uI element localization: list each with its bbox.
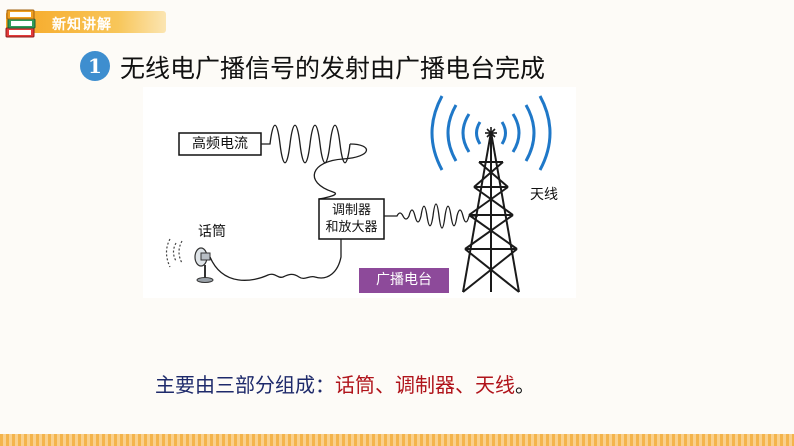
modulator-label-line2: 和放大器 xyxy=(325,220,378,235)
diagram-drawing xyxy=(165,95,552,293)
step-number-badge: 1 xyxy=(80,51,110,81)
broadcast-diagram: 高频电流 调制器 和放大器 话筒 天线 广播电台 xyxy=(143,87,576,298)
antenna-label: 天线 xyxy=(530,187,558,203)
slide-title: 无线电广播信号的发射由广播电台完成 xyxy=(120,54,546,83)
radio-wave-arcs-icon xyxy=(430,95,552,171)
hf-wave-top xyxy=(261,124,351,164)
section-tag-bar xyxy=(6,11,166,33)
summary-end-mark: 。 xyxy=(515,373,535,397)
summary-separator-2: 、 xyxy=(455,373,475,397)
modulator-box-frame xyxy=(318,198,385,240)
section-tag-label: 新知讲解 xyxy=(52,17,112,33)
modulated-wave xyxy=(384,203,478,229)
audio-signal-line xyxy=(209,239,342,281)
antenna-tower-icon xyxy=(462,131,520,293)
summary-part-microphone: 话筒 xyxy=(335,373,375,397)
radio-station-badge: 广播电台 xyxy=(359,268,449,293)
antenna-star-icon xyxy=(485,127,497,139)
microphone-label: 话筒 xyxy=(198,224,226,240)
current-box-label: 高频电流 xyxy=(192,136,248,152)
summary-part-modulator: 调制器 xyxy=(395,373,455,397)
microphone-icon xyxy=(165,238,214,283)
modulator-label-line1: 调制器 xyxy=(331,203,371,218)
summary-sentence: 主要由三部分组成：话筒、调制器、天线。 xyxy=(155,369,535,398)
books-icon xyxy=(5,9,36,38)
summary-part-antenna: 天线 xyxy=(475,373,515,397)
summary-separator-1: 、 xyxy=(375,373,395,397)
summary-lead: 主要由三部分组成： xyxy=(155,373,335,397)
connector-current-to-modulator xyxy=(313,143,368,200)
bottom-decorative-stripe xyxy=(0,434,794,446)
